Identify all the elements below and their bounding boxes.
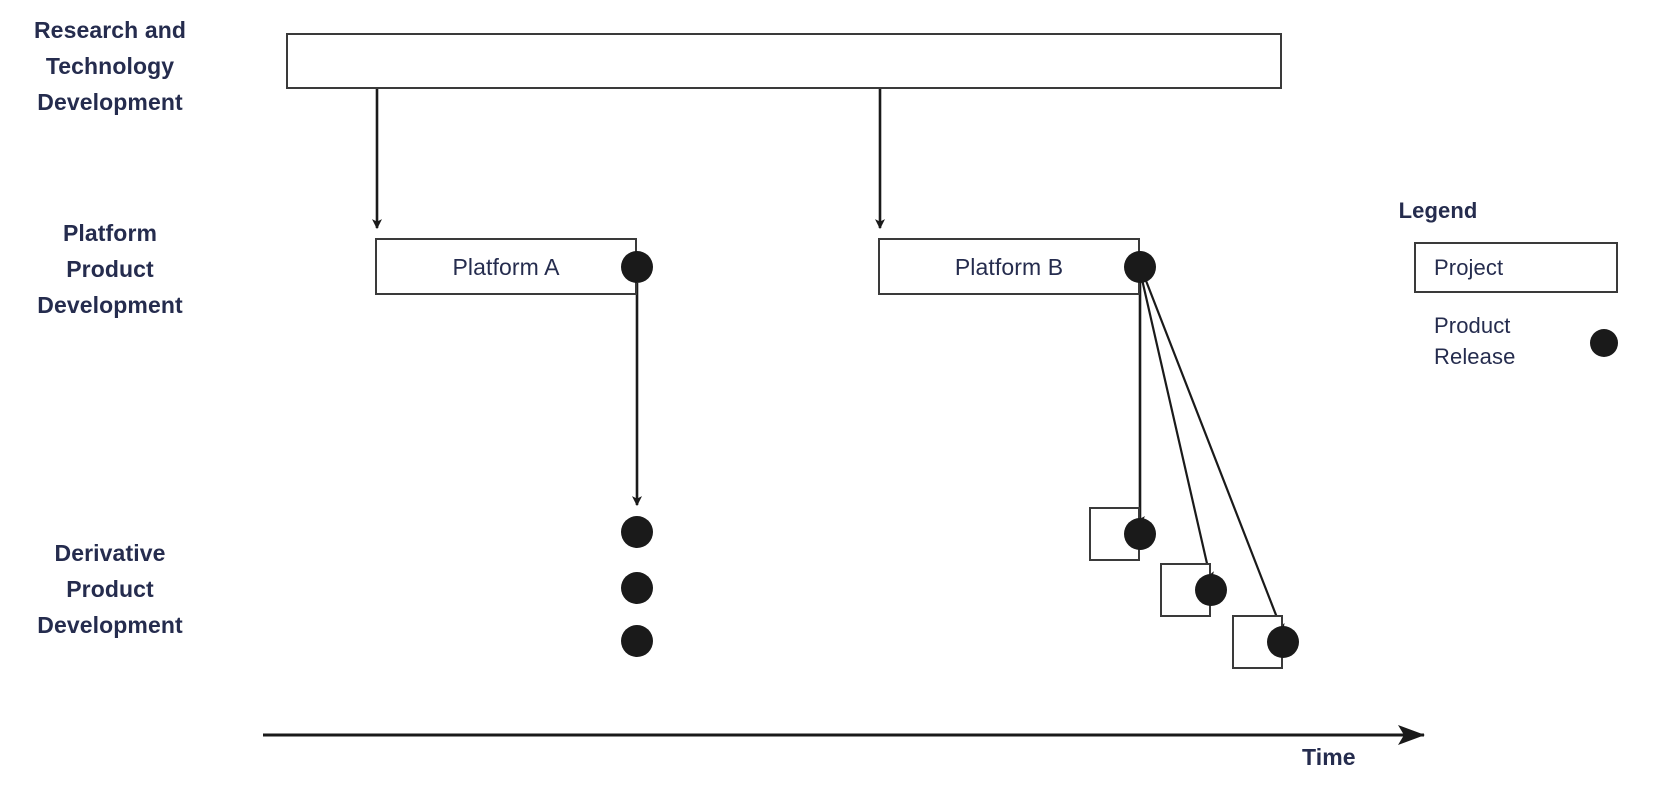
project-box-research[interactable] bbox=[286, 33, 1282, 89]
release-marker-derivative-b1[interactable] bbox=[1124, 518, 1156, 550]
release-marker-platform-a[interactable] bbox=[621, 251, 653, 283]
release-marker-derivative-b3[interactable] bbox=[1267, 626, 1299, 658]
legend-project-swatch bbox=[1414, 242, 1618, 293]
project-label-platform-b: Platform B bbox=[954, 254, 1064, 280]
release-marker-derivative-b2[interactable] bbox=[1195, 574, 1227, 606]
release-marker-derivative-a1[interactable] bbox=[621, 516, 653, 548]
legend-release-label: Product Release bbox=[1434, 313, 1516, 369]
row-label-research: Research and Technology Development bbox=[33, 17, 187, 115]
row-label-platform: Platform Product Development bbox=[37, 220, 183, 318]
row-label-derivative: Derivative Product Development bbox=[37, 540, 183, 638]
release-marker-derivative-a2[interactable] bbox=[621, 572, 653, 604]
project-box-platform-a[interactable] bbox=[375, 238, 637, 295]
legend-release-swatch bbox=[1590, 329, 1618, 357]
release-marker-derivative-a3[interactable] bbox=[621, 625, 653, 657]
release-marker-platform-b[interactable] bbox=[1124, 251, 1156, 283]
project-label-platform-a: Platform A bbox=[452, 254, 560, 280]
axis-label-time: Time bbox=[1302, 744, 1356, 770]
legend-project-label: Project bbox=[1434, 255, 1504, 280]
legend-title: Legend bbox=[1398, 198, 1478, 223]
